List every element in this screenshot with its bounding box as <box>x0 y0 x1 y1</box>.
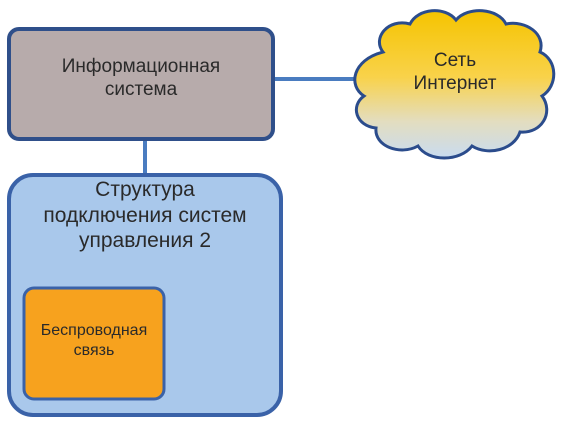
structure-label: Структура подключения систем управления … <box>12 177 278 254</box>
structure-label-line-3: управления 2 <box>78 229 212 253</box>
internet-label-line-2: Интернет <box>413 72 497 94</box>
info-system-box <box>7 27 275 141</box>
info-system-label-line-1: Информационная <box>61 56 221 77</box>
internet-label-line-1: Сеть <box>433 50 477 71</box>
structure-label-line-1: Структура <box>95 178 195 201</box>
wireless-label-line-1: Беспроводная <box>40 322 148 339</box>
internet-cloud <box>353 9 556 160</box>
info-system-label: Информационная система <box>10 56 272 102</box>
info-system-label-line-2: система <box>104 78 178 100</box>
wireless-label: Беспроводная связь <box>26 321 162 361</box>
wireless-label-line-2: связь <box>73 342 115 359</box>
internet-label: Сеть Интернет <box>380 50 530 96</box>
structure-label-line-2: подключения систем <box>43 203 247 227</box>
wireless-box <box>22 286 166 401</box>
